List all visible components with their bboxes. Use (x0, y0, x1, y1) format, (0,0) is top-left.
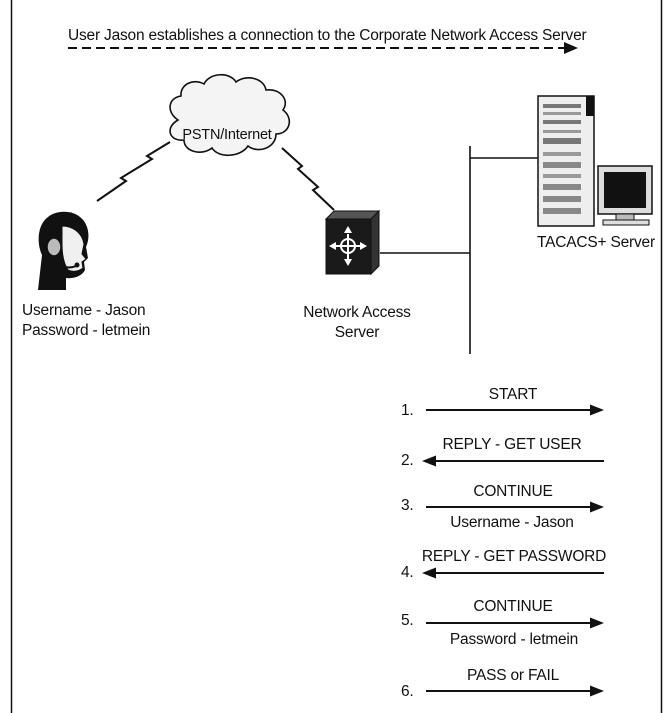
user-username-label: Username - Jason (22, 302, 146, 319)
server-tower-icon (537, 95, 595, 227)
sequence-step-label: PASS or FAIL (466, 667, 560, 684)
sequence-step-label: START (488, 386, 538, 403)
sequence-step-sublabel: Username - Jason (450, 514, 574, 531)
sequence-step-label: REPLY - GET PASSWORD (421, 548, 607, 565)
sequence-arrow-5 (426, 617, 604, 629)
user-password-label: Password - letmein (22, 322, 151, 339)
sequence-step-number: 5. (401, 612, 414, 629)
sequence-step-sublabel: Password - letmein (449, 631, 579, 648)
sequence-step-number: 3. (401, 497, 414, 514)
sequence-step-label: CONTINUE (473, 598, 553, 615)
sequence-arrow-2 (422, 455, 604, 467)
header-caption: User Jason establishes a connection to t… (68, 27, 587, 44)
sequence-step-number: 2. (401, 452, 414, 469)
sequence-step-label: REPLY - GET USER (442, 436, 582, 453)
sequence-arrow-6 (426, 685, 604, 697)
cloud-icon (169, 73, 291, 157)
sequence-step-number: 1. (401, 402, 414, 419)
user-headset-icon (38, 211, 89, 290)
nas-label-line1: Network Access (303, 304, 411, 321)
tacacs-server-label: TACACS+ Server (537, 234, 655, 251)
monitor-icon (597, 165, 653, 226)
sequence-arrow-3 (426, 501, 604, 513)
network-access-server-icon (324, 209, 381, 276)
lightning-bolt-right-icon (281, 147, 335, 211)
sequence-step-number: 6. (401, 683, 414, 700)
sequence-step-label: CONTINUE (473, 483, 553, 500)
header-dashed-arrow (68, 42, 578, 54)
nas-label-line2: Server (334, 324, 380, 341)
cloud-label: PSTN/Internet (182, 127, 272, 143)
lightning-bolt-left-icon (96, 141, 171, 202)
sequence-step-number: 4. (401, 564, 414, 581)
sequence-arrow-1 (426, 404, 604, 416)
sequence-arrow-4 (422, 567, 604, 579)
